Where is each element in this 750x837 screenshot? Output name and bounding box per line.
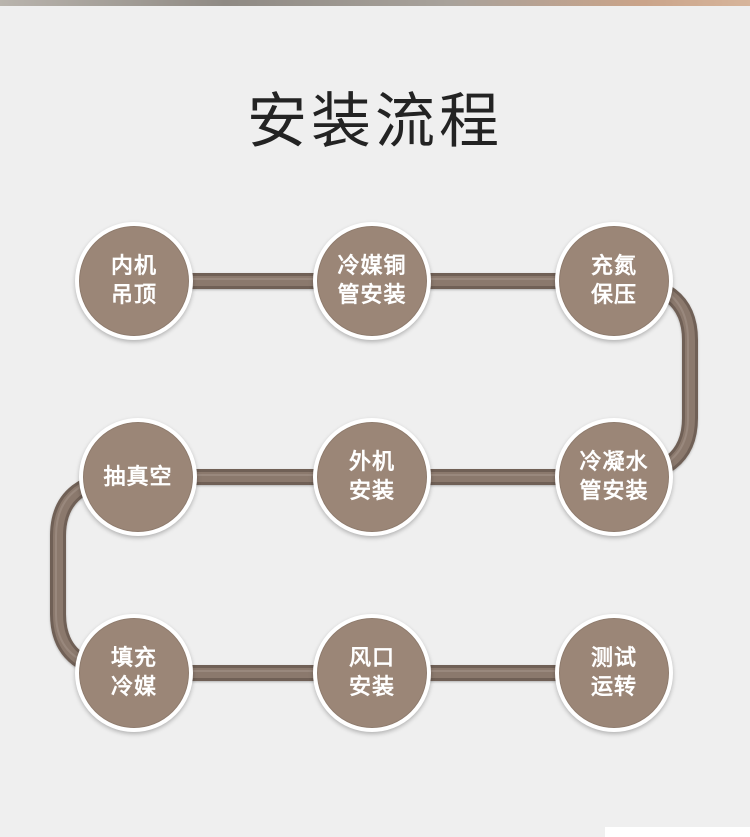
step-indoor-unit-ceiling: 内机 吊顶 xyxy=(75,222,193,340)
top-banner-strip xyxy=(0,0,750,6)
step-nitrogen-pressure: 充氮 保压 xyxy=(555,222,673,340)
step-outdoor-unit: 外机 安装 xyxy=(313,418,431,536)
step-test-run: 测试 运转 xyxy=(555,614,673,732)
step-label: 抽真空 xyxy=(103,464,173,490)
step-label: 内机 吊顶 xyxy=(110,254,157,308)
step-label: 充氮 保压 xyxy=(590,254,637,308)
step-label: 外机 安装 xyxy=(348,450,395,504)
bottom-corner-block xyxy=(605,827,750,837)
step-label: 冷媒铜 管安装 xyxy=(337,254,407,308)
page-title: 安装流程 xyxy=(247,87,503,157)
step-label: 冷凝水 管安装 xyxy=(579,450,649,504)
step-label: 测试 运转 xyxy=(590,646,637,700)
step-vacuum: 抽真空 xyxy=(79,418,197,536)
step-label: 填充 冷媒 xyxy=(110,646,157,700)
step-refrigerant-pipe: 冷媒铜 管安装 xyxy=(313,222,431,340)
step-air-vent: 风口 安装 xyxy=(313,614,431,732)
step-condensate-pipe: 冷凝水 管安装 xyxy=(555,418,673,536)
step-refrigerant-charge: 填充 冷媒 xyxy=(75,614,193,732)
step-label: 风口 安装 xyxy=(348,646,395,700)
